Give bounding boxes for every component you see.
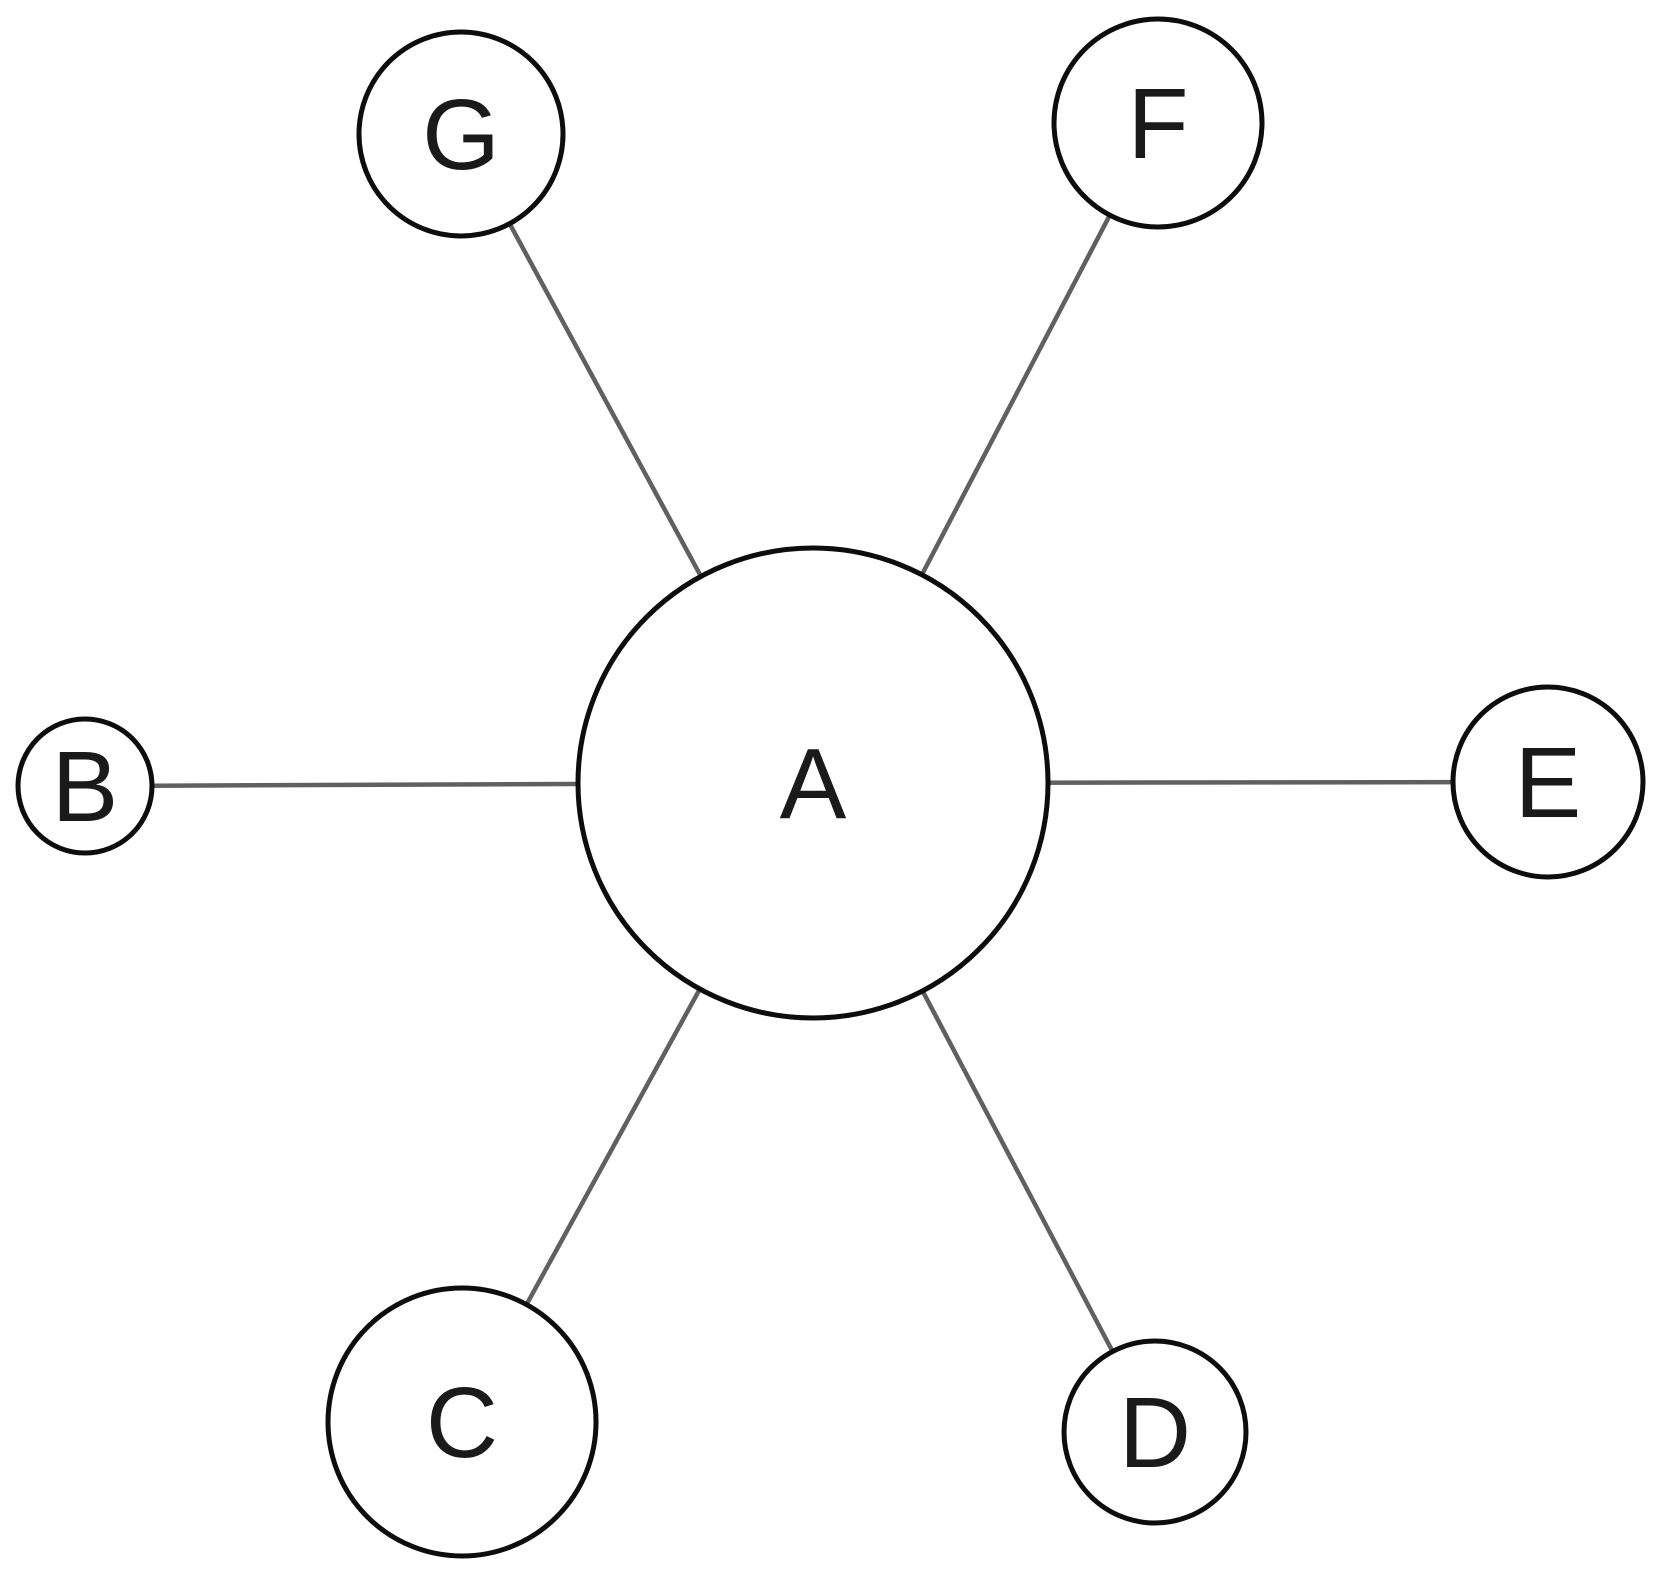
node-F-circle bbox=[1051, 16, 1265, 230]
node-A: A bbox=[575, 545, 1051, 1021]
node-C: C bbox=[325, 1285, 599, 1559]
node-B-label: B bbox=[52, 731, 119, 843]
node-E-circle bbox=[1450, 684, 1646, 880]
node-G-label: G bbox=[422, 79, 500, 191]
node-A-circle bbox=[575, 545, 1051, 1021]
node-C-label: C bbox=[426, 1367, 498, 1479]
node-B: B bbox=[15, 716, 155, 856]
node-E-label: E bbox=[1515, 727, 1582, 839]
node-D-label: D bbox=[1119, 1377, 1191, 1489]
node-D-circle bbox=[1061, 1338, 1249, 1526]
node-D: D bbox=[1061, 1338, 1249, 1526]
node-C-circle bbox=[325, 1285, 599, 1559]
node-F: F bbox=[1051, 16, 1265, 230]
node-F-label: F bbox=[1127, 68, 1188, 180]
node-G: G bbox=[356, 29, 566, 239]
node-A-label: A bbox=[780, 728, 847, 840]
node-B-circle bbox=[15, 716, 155, 856]
node-E: E bbox=[1450, 684, 1646, 880]
node-G-circle bbox=[356, 29, 566, 239]
